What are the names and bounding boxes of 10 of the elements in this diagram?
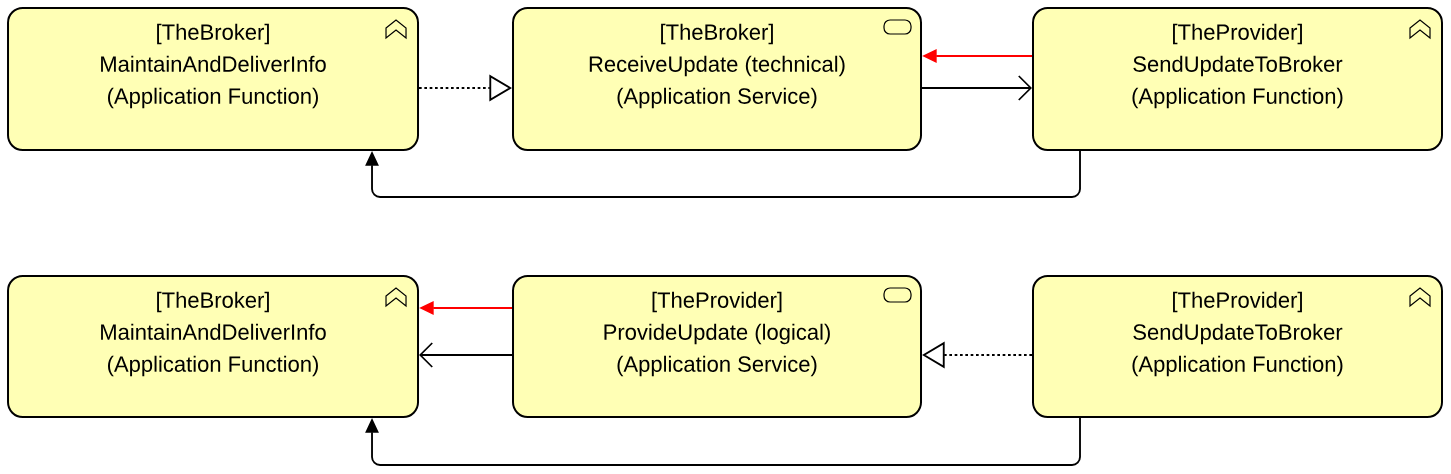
element-box: [TheProvider] SendUpdateToBroker (Application Function): [1032, 7, 1443, 151]
element-box: [TheBroker] MaintainAndDeliverInfo (Application Function): [7, 275, 419, 418]
arrow: [365, 150, 1081, 198]
element-box: [TheBroker] ReceiveUpdate (technical) (Application Service): [512, 7, 922, 151]
arrow: [921, 75, 1032, 101]
arrow: [419, 342, 513, 368]
arrow: [365, 417, 1081, 466]
element-box: [TheProvider] SendUpdateToBroker (Application Function): [1032, 275, 1443, 418]
element-box: [TheBroker] MaintainAndDeliverInfo (Application Function): [7, 7, 419, 151]
element-box: [TheProvider] ProvideUpdate (logical) (Application Service): [512, 275, 922, 418]
